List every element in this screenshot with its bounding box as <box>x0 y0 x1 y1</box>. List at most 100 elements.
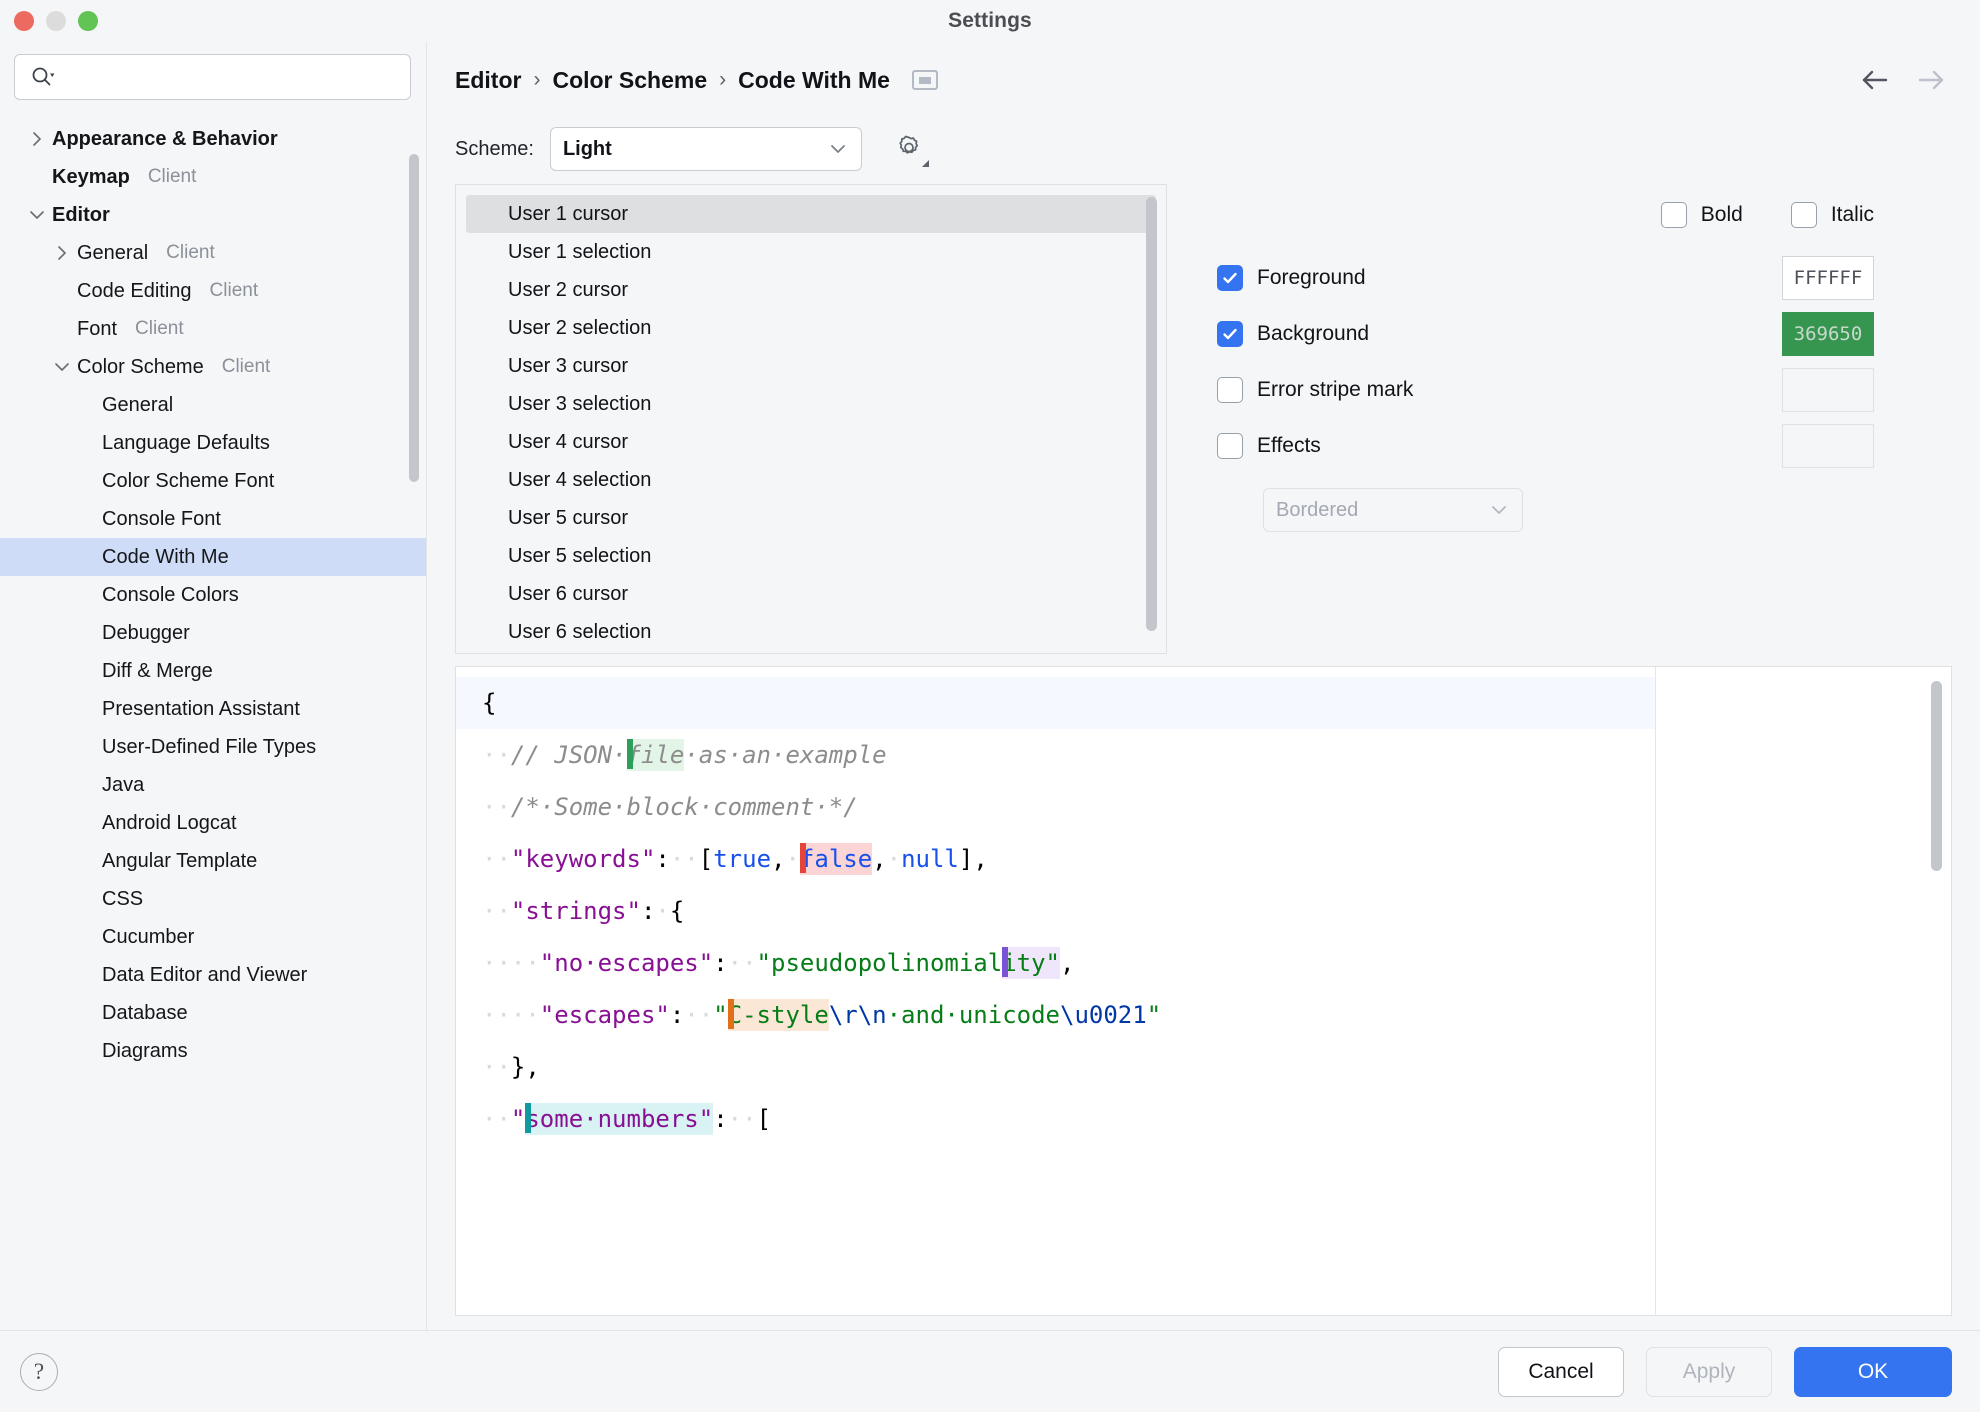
chevron-down-icon <box>1488 499 1510 521</box>
code-token: : <box>669 1001 685 1029</box>
sidebar-item-label: Code With Me <box>102 545 229 568</box>
attribute-list-item[interactable]: User 1 selection <box>508 240 652 263</box>
foreground-checkbox[interactable] <box>1217 265 1243 291</box>
attribute-list-item[interactable]: User 3 cursor <box>508 354 629 377</box>
sidebar-item-tag: Client <box>221 356 271 377</box>
sidebar-item-data-editor-and-viewer[interactable]: Data Editor and Viewer <box>0 956 427 994</box>
scheme-dropdown[interactable]: Light <box>549 127 862 171</box>
attribute-list-item[interactable]: User 2 cursor <box>508 278 629 301</box>
sidebar-item-angular-template[interactable]: Angular Template <box>0 842 427 880</box>
effects-checkbox[interactable] <box>1217 433 1243 459</box>
chevron-right-icon[interactable] <box>22 130 52 148</box>
zoom-window-button[interactable] <box>78 11 98 31</box>
error-stripe-checkbox-row[interactable]: Error stripe mark <box>1217 377 1487 403</box>
sidebar-item-java[interactable]: Java <box>0 766 427 804</box>
attribute-list-item[interactable]: User 3 selection <box>508 392 652 415</box>
chevron-down-icon[interactable] <box>47 358 77 376</box>
code-token: " <box>1146 1001 1162 1029</box>
attribute-list-item[interactable]: User 6 selection <box>508 620 652 643</box>
code-token: "keywords" <box>510 845 656 873</box>
apply-button[interactable]: Apply <box>1646 1346 1772 1397</box>
foreground-checkbox-row[interactable]: Foreground <box>1217 265 1487 291</box>
breadcrumb-item-color-scheme[interactable]: Color Scheme <box>552 66 708 93</box>
code-token: ·· <box>482 793 511 821</box>
background-color-swatch[interactable]: 369650 <box>1782 312 1874 356</box>
background-checkbox[interactable] <box>1217 321 1243 347</box>
code-preview-editor[interactable]: {··// JSON·file·as·an·example··/*·Some·b… <box>456 667 1655 1315</box>
sidebar-item-color-scheme-font[interactable]: Color Scheme Font <box>0 462 427 500</box>
error-stripe-pane <box>1655 667 1951 1315</box>
attribute-list-item[interactable]: User 4 cursor <box>508 430 629 453</box>
search-input[interactable] <box>61 55 400 99</box>
sidebar-item-tag: Client <box>209 280 259 301</box>
close-window-button[interactable] <box>14 11 34 31</box>
sidebar-item-language-defaults[interactable]: Language Defaults <box>0 424 427 462</box>
chevron-down-icon[interactable] <box>22 206 52 224</box>
effect-type-dropdown[interactable]: Bordered <box>1263 488 1523 532</box>
search-box[interactable] <box>14 54 411 100</box>
sidebar-item-editor[interactable]: Editor <box>0 196 427 234</box>
back-arrow-icon[interactable] <box>1858 63 1892 97</box>
attribute-list-item[interactable]: User 5 selection <box>508 544 652 567</box>
sidebar-item-android-logcat[interactable]: Android Logcat <box>0 804 427 842</box>
attribute-list-item[interactable]: User 4 selection <box>508 468 652 491</box>
foreground-color-swatch[interactable]: FFFFFF <box>1782 256 1874 300</box>
attributes-scrollbar-thumb[interactable] <box>1146 197 1157 631</box>
italic-checkbox-row[interactable]: Italic <box>1790 202 1874 228</box>
sidebar-item-label: Data Editor and Viewer <box>102 963 308 986</box>
sidebar-item-diff-merge[interactable]: Diff & Merge <box>0 652 427 690</box>
effects-color-swatch[interactable] <box>1782 424 1874 468</box>
attribute-list-item[interactable]: User 5 cursor <box>508 506 629 529</box>
code-token: , <box>872 845 887 873</box>
sidebar-item-tag: Client <box>147 166 197 187</box>
background-checkbox-row[interactable]: Background <box>1217 321 1487 347</box>
user-cursor-marker <box>1002 947 1009 977</box>
gear-icon[interactable] <box>890 130 929 168</box>
attribute-list-item[interactable]: User 6 cursor <box>508 582 629 605</box>
preview-scrollbar-thumb[interactable] <box>1931 681 1942 871</box>
attribute-list-item[interactable]: User 1 cursor <box>466 195 1156 233</box>
breadcrumb-item-editor[interactable]: Editor <box>455 66 522 93</box>
sidebar-item-console-colors[interactable]: Console Colors <box>0 576 427 614</box>
attribute-list-item[interactable]: User 2 selection <box>508 316 652 339</box>
sidebar-item-debugger[interactable]: Debugger <box>0 614 427 652</box>
help-button[interactable]: ? <box>20 1352 58 1391</box>
sidebar-item-database[interactable]: Database <box>0 994 427 1032</box>
sidebar-item-general[interactable]: General <box>0 386 427 424</box>
sidebar-scrollbar-thumb[interactable] <box>409 154 419 482</box>
bold-checkbox[interactable] <box>1660 202 1687 228</box>
chevron-right-icon[interactable] <box>47 244 77 262</box>
error-stripe-checkbox[interactable] <box>1217 377 1243 403</box>
bold-checkbox-row[interactable]: Bold <box>1660 202 1743 228</box>
sidebar-item-presentation-assistant[interactable]: Presentation Assistant <box>0 690 427 728</box>
error-stripe-color-swatch[interactable] <box>1782 368 1874 412</box>
ok-button[interactable]: OK <box>1794 1346 1952 1397</box>
forward-arrow-icon[interactable] <box>1914 63 1948 97</box>
sidebar-item-console-font[interactable]: Console Font <box>0 500 427 538</box>
code-token: null <box>901 845 959 873</box>
sidebar-item-css[interactable]: CSS <box>0 880 427 918</box>
code-line: ····"no·escapes":··"pseudopolinomiality"… <box>456 937 1655 989</box>
scheme-label: Scheme: <box>455 137 534 160</box>
sidebar-item-label: Cucumber <box>102 925 195 948</box>
user-selection-span: some·numbers" <box>525 1103 714 1135</box>
cancel-button[interactable]: Cancel <box>1498 1346 1624 1397</box>
sidebar-item-diagrams[interactable]: Diagrams <box>0 1032 427 1070</box>
sidebar-item-appearance-behavior[interactable]: Appearance & Behavior <box>0 120 427 158</box>
code-line: { <box>456 677 1655 729</box>
italic-checkbox[interactable] <box>1790 202 1817 228</box>
breadcrumb-item-code-with-me[interactable]: Code With Me <box>738 66 890 93</box>
code-token: "escapes" <box>539 1001 670 1029</box>
sidebar-item-cucumber[interactable]: Cucumber <box>0 918 427 956</box>
sidebar-item-code-with-me[interactable]: Code With Me <box>0 538 427 576</box>
minimize-window-button[interactable] <box>46 11 66 31</box>
sidebar-item-user-defined-file-types[interactable]: User-Defined File Types <box>0 728 427 766</box>
effects-checkbox-row[interactable]: Effects <box>1217 433 1487 459</box>
